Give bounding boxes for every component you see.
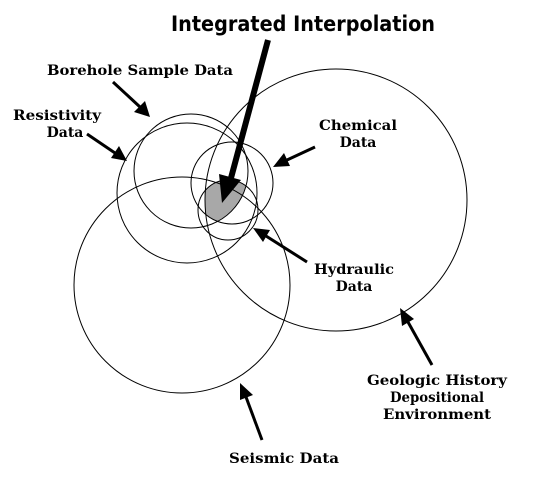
geologic-history-circle <box>204 68 468 332</box>
geologic-label-line3: Environment <box>383 407 492 423</box>
resistivity-label-line2: Data <box>47 125 84 141</box>
chemical-label-line1: Chemical <box>319 118 397 134</box>
seismic-data-circle <box>73 176 291 394</box>
hydraulic-arrow <box>253 228 308 264</box>
borehole-arrow <box>111 80 150 117</box>
geologic-arrow <box>400 308 434 366</box>
resistivity-data-circle <box>116 122 258 264</box>
chemical-arrow <box>273 145 316 167</box>
resistivity-arrow <box>86 132 127 161</box>
hydraulic-label-line2: Data <box>336 279 373 295</box>
seismic-arrow <box>240 383 264 441</box>
hydraulic-label-line1: Hydraulic <box>314 262 394 278</box>
chemical-label-line2: Data <box>340 135 377 151</box>
borehole-sample-circle <box>133 113 249 229</box>
geologic-label-line1: Geologic History <box>367 373 508 389</box>
resistivity-label-line1: Resistivity <box>13 108 102 124</box>
geologic-label-line2: Depositional <box>390 390 484 406</box>
chemical-data-circle <box>190 141 274 225</box>
diagram-title: Integrated Interpolation <box>171 12 435 36</box>
borehole-label: Borehole Sample Data <box>47 63 233 79</box>
seismic-label: Seismic Data <box>229 451 339 467</box>
integrated-arrow <box>219 39 271 203</box>
